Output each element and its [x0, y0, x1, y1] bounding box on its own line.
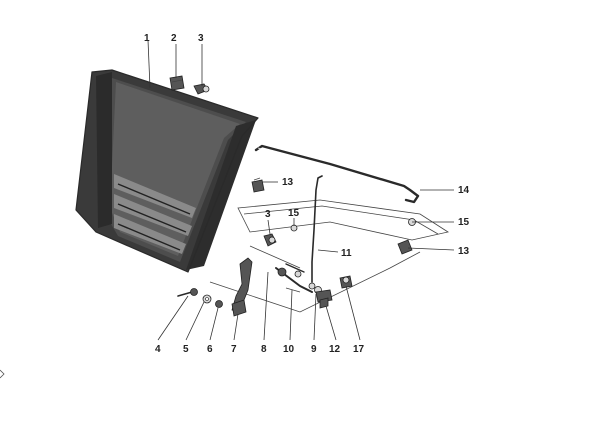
label-part-17: 17 — [353, 344, 365, 355]
label-part-1: 1 — [144, 33, 150, 44]
label-part-9: 9 — [311, 344, 317, 355]
label-part-6: 6 — [207, 344, 213, 355]
label-part-11: 11 — [341, 248, 352, 259]
engine-lid-panel — [75, 69, 259, 273]
label-part-13-mid: 13 — [282, 177, 294, 188]
label-part-15-mid: 15 — [288, 208, 300, 219]
label-part-5: 5 — [183, 344, 189, 355]
support-rod — [254, 144, 420, 204]
hardware-parts — [169, 75, 416, 317]
label-part-15-right: 15 — [458, 217, 470, 228]
label-part-2: 2 — [171, 33, 177, 44]
edge-mark — [0, 369, 5, 379]
engine-bay-outline — [209, 199, 450, 313]
part-labels: 1 2 3 13 14 3 15 15 11 13 4 5 6 7 8 10 9… — [144, 33, 470, 355]
label-part-4: 4 — [155, 344, 161, 355]
label-part-8: 8 — [261, 344, 267, 355]
label-part-7: 7 — [231, 344, 237, 355]
label-part-13-right: 13 — [458, 246, 470, 257]
label-part-12: 12 — [329, 344, 341, 355]
label-part-14: 14 — [458, 185, 470, 196]
label-part-3-mid: 3 — [265, 209, 271, 220]
release-cable — [308, 175, 323, 290]
leader-lines — [147, 39, 455, 341]
label-part-10: 10 — [283, 344, 295, 355]
label-part-3-top: 3 — [198, 33, 204, 44]
